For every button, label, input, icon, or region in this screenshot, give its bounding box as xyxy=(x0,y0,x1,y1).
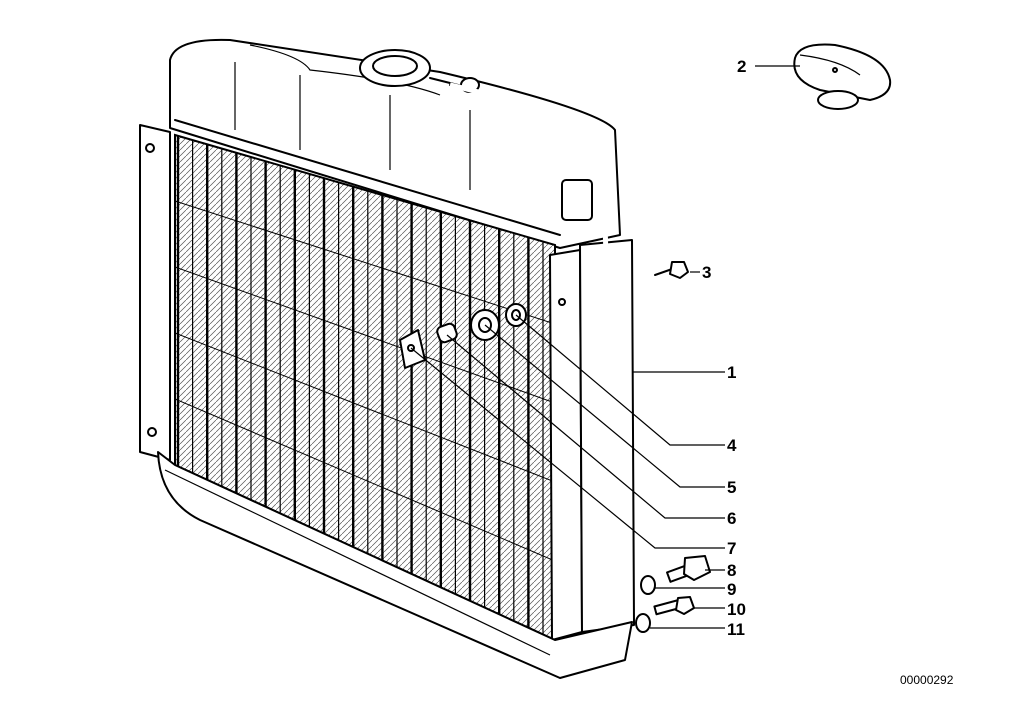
reference-number: 00000292 xyxy=(900,673,954,687)
right-side-frame xyxy=(549,239,635,641)
callout-3: 3 xyxy=(702,263,711,282)
filler-neck xyxy=(359,49,480,93)
callout-2: 2 xyxy=(737,57,746,76)
callout-5: 5 xyxy=(727,478,736,497)
callout-4: 4 xyxy=(727,436,737,455)
washer-9 xyxy=(640,575,656,595)
callout-1: 1 xyxy=(727,363,736,382)
radiator-cap xyxy=(793,43,892,110)
callout-10: 10 xyxy=(727,600,746,619)
overflow-hose xyxy=(449,82,609,651)
bolt-10 xyxy=(653,596,695,616)
leader-lines xyxy=(410,65,800,629)
callout-11: 11 xyxy=(727,620,745,639)
left-mounting-bracket xyxy=(139,124,171,461)
callout-7: 7 xyxy=(727,539,736,558)
washer-11 xyxy=(635,613,651,633)
radiator-core xyxy=(174,133,556,642)
bolt-3 xyxy=(654,261,689,279)
bottom-tank xyxy=(157,451,633,679)
callout-6: 6 xyxy=(727,509,736,528)
drain-plug-8 xyxy=(666,555,711,583)
callout-8: 8 xyxy=(727,561,736,580)
top-tank xyxy=(169,38,621,249)
callout-9: 9 xyxy=(727,580,736,599)
